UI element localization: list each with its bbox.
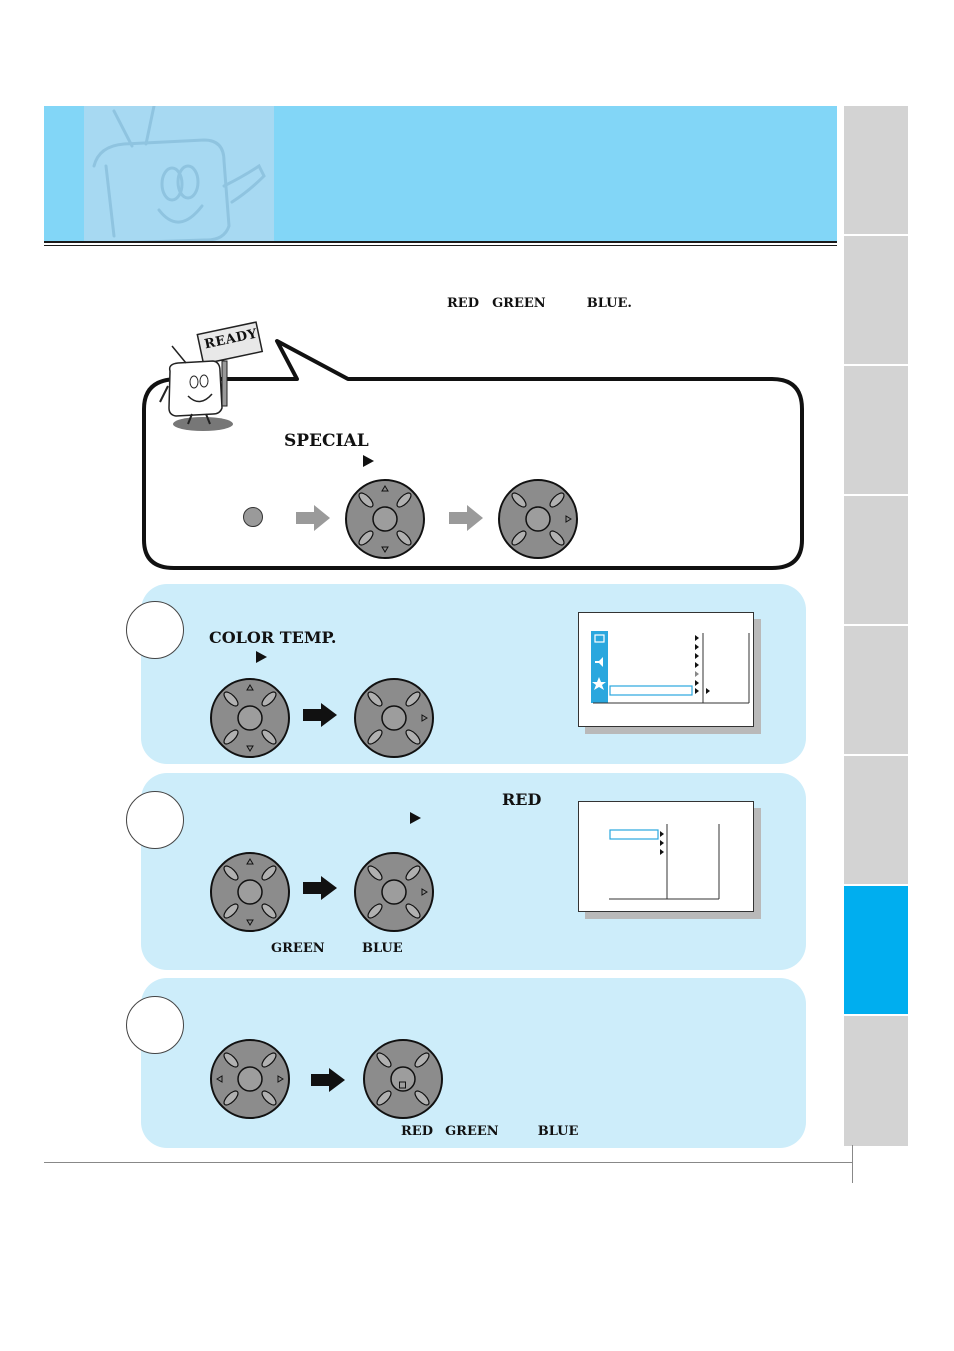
right-arrow-icon: [410, 812, 421, 824]
step-2-number: [126, 791, 184, 849]
remote-pad-leftright[interactable]: [209, 1038, 291, 1120]
side-tab-4[interactable]: [844, 496, 908, 626]
header-rule-thin: [44, 245, 837, 246]
remote-pad-updown[interactable]: [344, 478, 426, 560]
red-label: RED: [502, 790, 542, 809]
remote-pad-ok[interactable]: [362, 1038, 444, 1120]
right-arrow-icon: [363, 455, 374, 467]
special-menu-label: SPECIAL: [284, 431, 369, 451]
step-3-note: RED GREEN BLUE: [401, 1124, 578, 1139]
footer-tick: [852, 1145, 853, 1183]
arrow-right-icon: [449, 505, 483, 531]
ready-mascot: READY: [158, 316, 268, 434]
header-rule: [44, 241, 837, 243]
step-3-number: [126, 996, 184, 1054]
side-tab-2[interactable]: [844, 236, 908, 366]
side-tab-3[interactable]: [844, 366, 908, 496]
blue-note: BLUE: [362, 941, 403, 956]
arrow-right-icon: [296, 505, 330, 531]
osd-special-menu: [578, 612, 754, 727]
remote-pad-updown[interactable]: [209, 677, 291, 759]
ready-speech-bubble: [142, 339, 804, 570]
intro-blue: BLUE.: [586, 296, 632, 311]
intro-text: RED GREEN BLUE.: [447, 296, 632, 311]
arrow-right-icon: [303, 876, 337, 900]
arrow-right-icon: [311, 1068, 345, 1092]
step3-red: RED: [401, 1124, 433, 1139]
step3-green: GREEN: [445, 1124, 499, 1139]
side-tab-8[interactable]: [844, 1016, 908, 1148]
remote-pad-right[interactable]: [353, 677, 435, 759]
intro-red: RED: [447, 296, 479, 311]
tv-mascot-illustration: [84, 106, 274, 243]
intro-green: GREEN: [492, 296, 546, 311]
arrow-right-icon: [303, 703, 337, 727]
remote-pad-right[interactable]: [353, 851, 435, 933]
step3-blue: BLUE: [537, 1124, 579, 1139]
step-1-number: [126, 601, 184, 659]
side-tab-active[interactable]: [844, 886, 908, 1016]
remote-pad-updown[interactable]: [209, 851, 291, 933]
side-tab-6[interactable]: [844, 756, 908, 886]
footer-rule: [44, 1162, 852, 1163]
menu-button[interactable]: [243, 507, 263, 527]
right-arrow-icon: [256, 651, 267, 663]
color-temp-label: COLOR TEMP.: [209, 628, 337, 647]
side-tab-1[interactable]: [844, 106, 908, 236]
side-tab-5[interactable]: [844, 626, 908, 756]
green-note: GREEN: [271, 941, 325, 956]
remote-pad-right[interactable]: [497, 478, 579, 560]
osd-color-temp-menu: [578, 801, 754, 912]
